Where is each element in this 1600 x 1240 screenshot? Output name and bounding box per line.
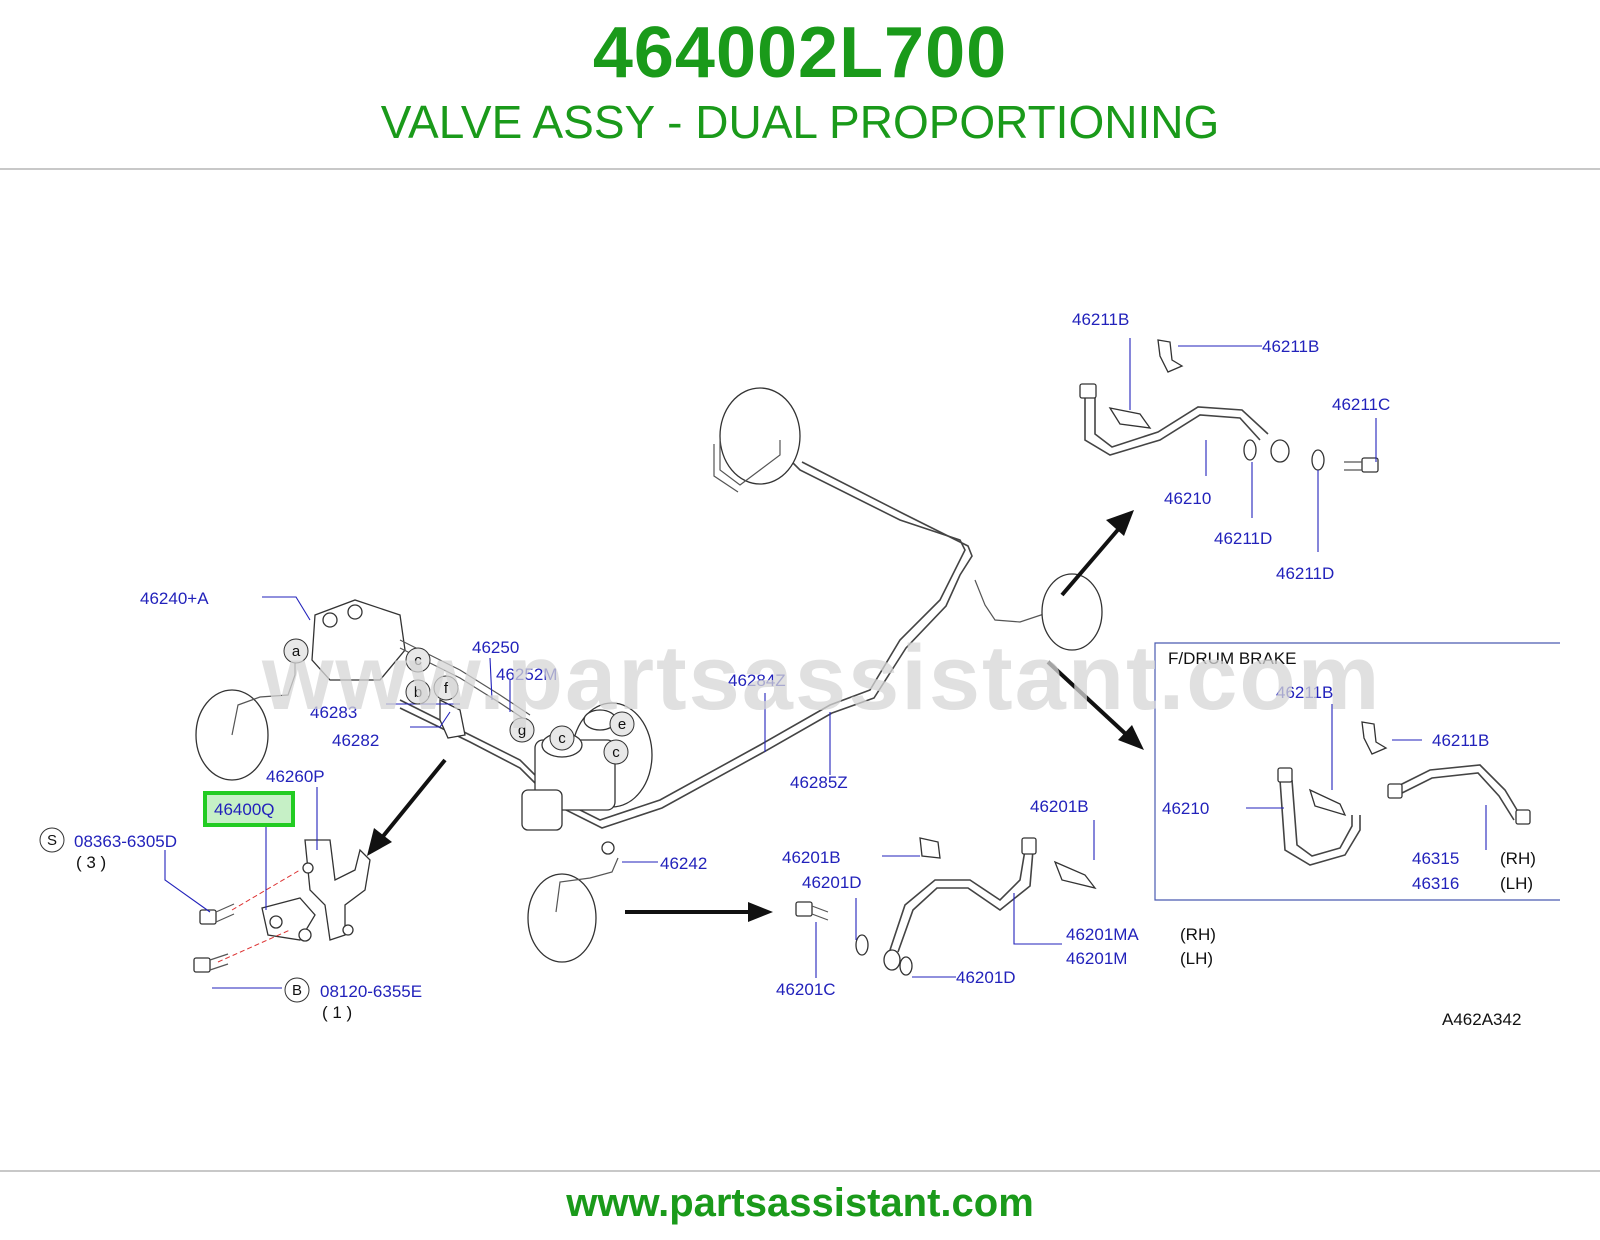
callout-46211D[interactable]: 46211D bbox=[1276, 564, 1334, 583]
part-number: 464002L700 bbox=[592, 13, 1008, 93]
marker-a: a bbox=[283, 638, 309, 664]
marker-e: e bbox=[609, 711, 635, 737]
bolt-46211C bbox=[1344, 457, 1379, 473]
footer-divider bbox=[0, 1170, 1600, 1172]
highlighted-part-46400Q[interactable]: 46400Q bbox=[203, 791, 295, 827]
svg-text:c: c bbox=[612, 744, 620, 761]
marker-S: S bbox=[39, 827, 65, 853]
part-title: VALVE ASSY - DUAL PROPORTIONING bbox=[380, 96, 1220, 148]
callout-46201D[interactable]: 46201D bbox=[802, 873, 862, 892]
svg-text:g: g bbox=[518, 722, 526, 739]
callout-08120-6355E[interactable]: 08120-6355E bbox=[320, 982, 422, 1001]
page-header: 464002L700 VALVE ASSY - DUAL PROPORTIONI… bbox=[0, 0, 1600, 168]
callout-46260P[interactable]: 46260P bbox=[266, 767, 325, 786]
callout-labels: 46211B 46211B 46211C 46210 46211D 46211D… bbox=[74, 310, 1536, 1029]
callout-46211B[interactable]: 46211B bbox=[1262, 337, 1319, 356]
marker-f: f bbox=[433, 675, 459, 701]
callout-46201M[interactable]: 46201M bbox=[1066, 949, 1127, 968]
rear-hose-detail-top bbox=[1079, 339, 1379, 473]
callout-46211D[interactable]: 46211D bbox=[1214, 529, 1272, 548]
side-rh: (RH) bbox=[1500, 849, 1536, 868]
callout-46210[interactable]: 46210 bbox=[1164, 489, 1211, 508]
side-lh: (LH) bbox=[1180, 949, 1213, 968]
proportioning-valve-assembly bbox=[193, 839, 371, 973]
marker-B: B bbox=[284, 977, 310, 1003]
parts-diagram: a c b f g c e c S B 46211B 46211B 46211C… bbox=[39, 310, 1560, 1029]
callout-46252M[interactable]: 46252M bbox=[496, 665, 557, 684]
watermark: www.partsassistant.com bbox=[262, 627, 1382, 729]
side-lh: (LH) bbox=[1500, 874, 1533, 893]
right-brake-drum bbox=[1041, 573, 1103, 651]
header-divider bbox=[0, 168, 1600, 170]
callout-46240A[interactable]: 46240+A bbox=[140, 589, 209, 608]
callout-46282[interactable]: 46282 bbox=[332, 731, 379, 750]
marker-b: b bbox=[405, 679, 431, 705]
callout-46201B[interactable]: 46201B bbox=[782, 848, 841, 867]
callout-46283[interactable]: 46283 bbox=[310, 703, 357, 722]
qty-08120: ( 1 ) bbox=[322, 1003, 352, 1022]
marker-c3: c bbox=[603, 739, 629, 765]
callout-46211C[interactable]: 46211C bbox=[1332, 395, 1390, 414]
svg-text:f: f bbox=[444, 680, 449, 697]
circle-markers: a c b f g c e c S B bbox=[39, 638, 635, 1003]
side-rh: (RH) bbox=[1180, 925, 1216, 944]
svg-text:a: a bbox=[292, 643, 301, 660]
direction-arrows bbox=[367, 510, 1144, 922]
marker-c2: c bbox=[549, 725, 575, 751]
diagram-code: A462A342 bbox=[1442, 1010, 1521, 1029]
callout-46201B[interactable]: 46201B bbox=[1030, 797, 1089, 816]
top-brake-drum bbox=[713, 387, 801, 493]
callout-46210[interactable]: 46210 bbox=[1162, 799, 1209, 818]
svg-text:S: S bbox=[47, 832, 57, 849]
fdrum-brake-title: F/DRUM BRAKE bbox=[1168, 649, 1296, 668]
leader-lines bbox=[164, 338, 1487, 989]
callout-46201D[interactable]: 46201D bbox=[956, 968, 1016, 987]
callout-46201MA[interactable]: 46201MA bbox=[1066, 925, 1139, 944]
svg-text:c: c bbox=[414, 652, 422, 669]
fdrum-brake-box bbox=[1154, 642, 1560, 901]
callout-46315[interactable]: 46315 bbox=[1412, 849, 1459, 868]
svg-text:e: e bbox=[618, 716, 626, 733]
callout-46400Q[interactable]: 46400Q bbox=[214, 800, 275, 819]
callout-46211B[interactable]: 46211B bbox=[1432, 731, 1489, 750]
marker-c1: c bbox=[405, 647, 431, 673]
callout-46201C[interactable]: 46201C bbox=[776, 980, 836, 999]
marker-g: g bbox=[509, 717, 535, 743]
footer-url[interactable]: www.partsassistant.com bbox=[566, 1181, 1034, 1225]
callout-46242[interactable]: 46242 bbox=[660, 854, 707, 873]
bolt-08363 bbox=[199, 903, 235, 925]
callout-46284Z[interactable]: 46284Z bbox=[728, 671, 786, 690]
bolt-46201C bbox=[795, 901, 829, 921]
left-brake-drum bbox=[195, 655, 296, 781]
callout-08363-6305D[interactable]: 08363-6305D bbox=[74, 832, 177, 851]
bottom-brake-drum bbox=[527, 841, 619, 963]
front-hose-detail bbox=[795, 837, 1097, 976]
bolt-08120 bbox=[193, 953, 229, 973]
svg-text:B: B bbox=[292, 982, 302, 999]
svg-text:b: b bbox=[414, 684, 422, 701]
callout-46250[interactable]: 46250 bbox=[472, 638, 519, 657]
callout-46285Z[interactable]: 46285Z bbox=[790, 773, 848, 792]
svg-text:c: c bbox=[558, 730, 566, 747]
callout-46211B[interactable]: 46211B bbox=[1072, 310, 1129, 329]
qty-08363: ( 3 ) bbox=[76, 853, 106, 872]
callout-46211B[interactable]: 46211B bbox=[1276, 683, 1333, 702]
callout-46316[interactable]: 46316 bbox=[1412, 874, 1459, 893]
